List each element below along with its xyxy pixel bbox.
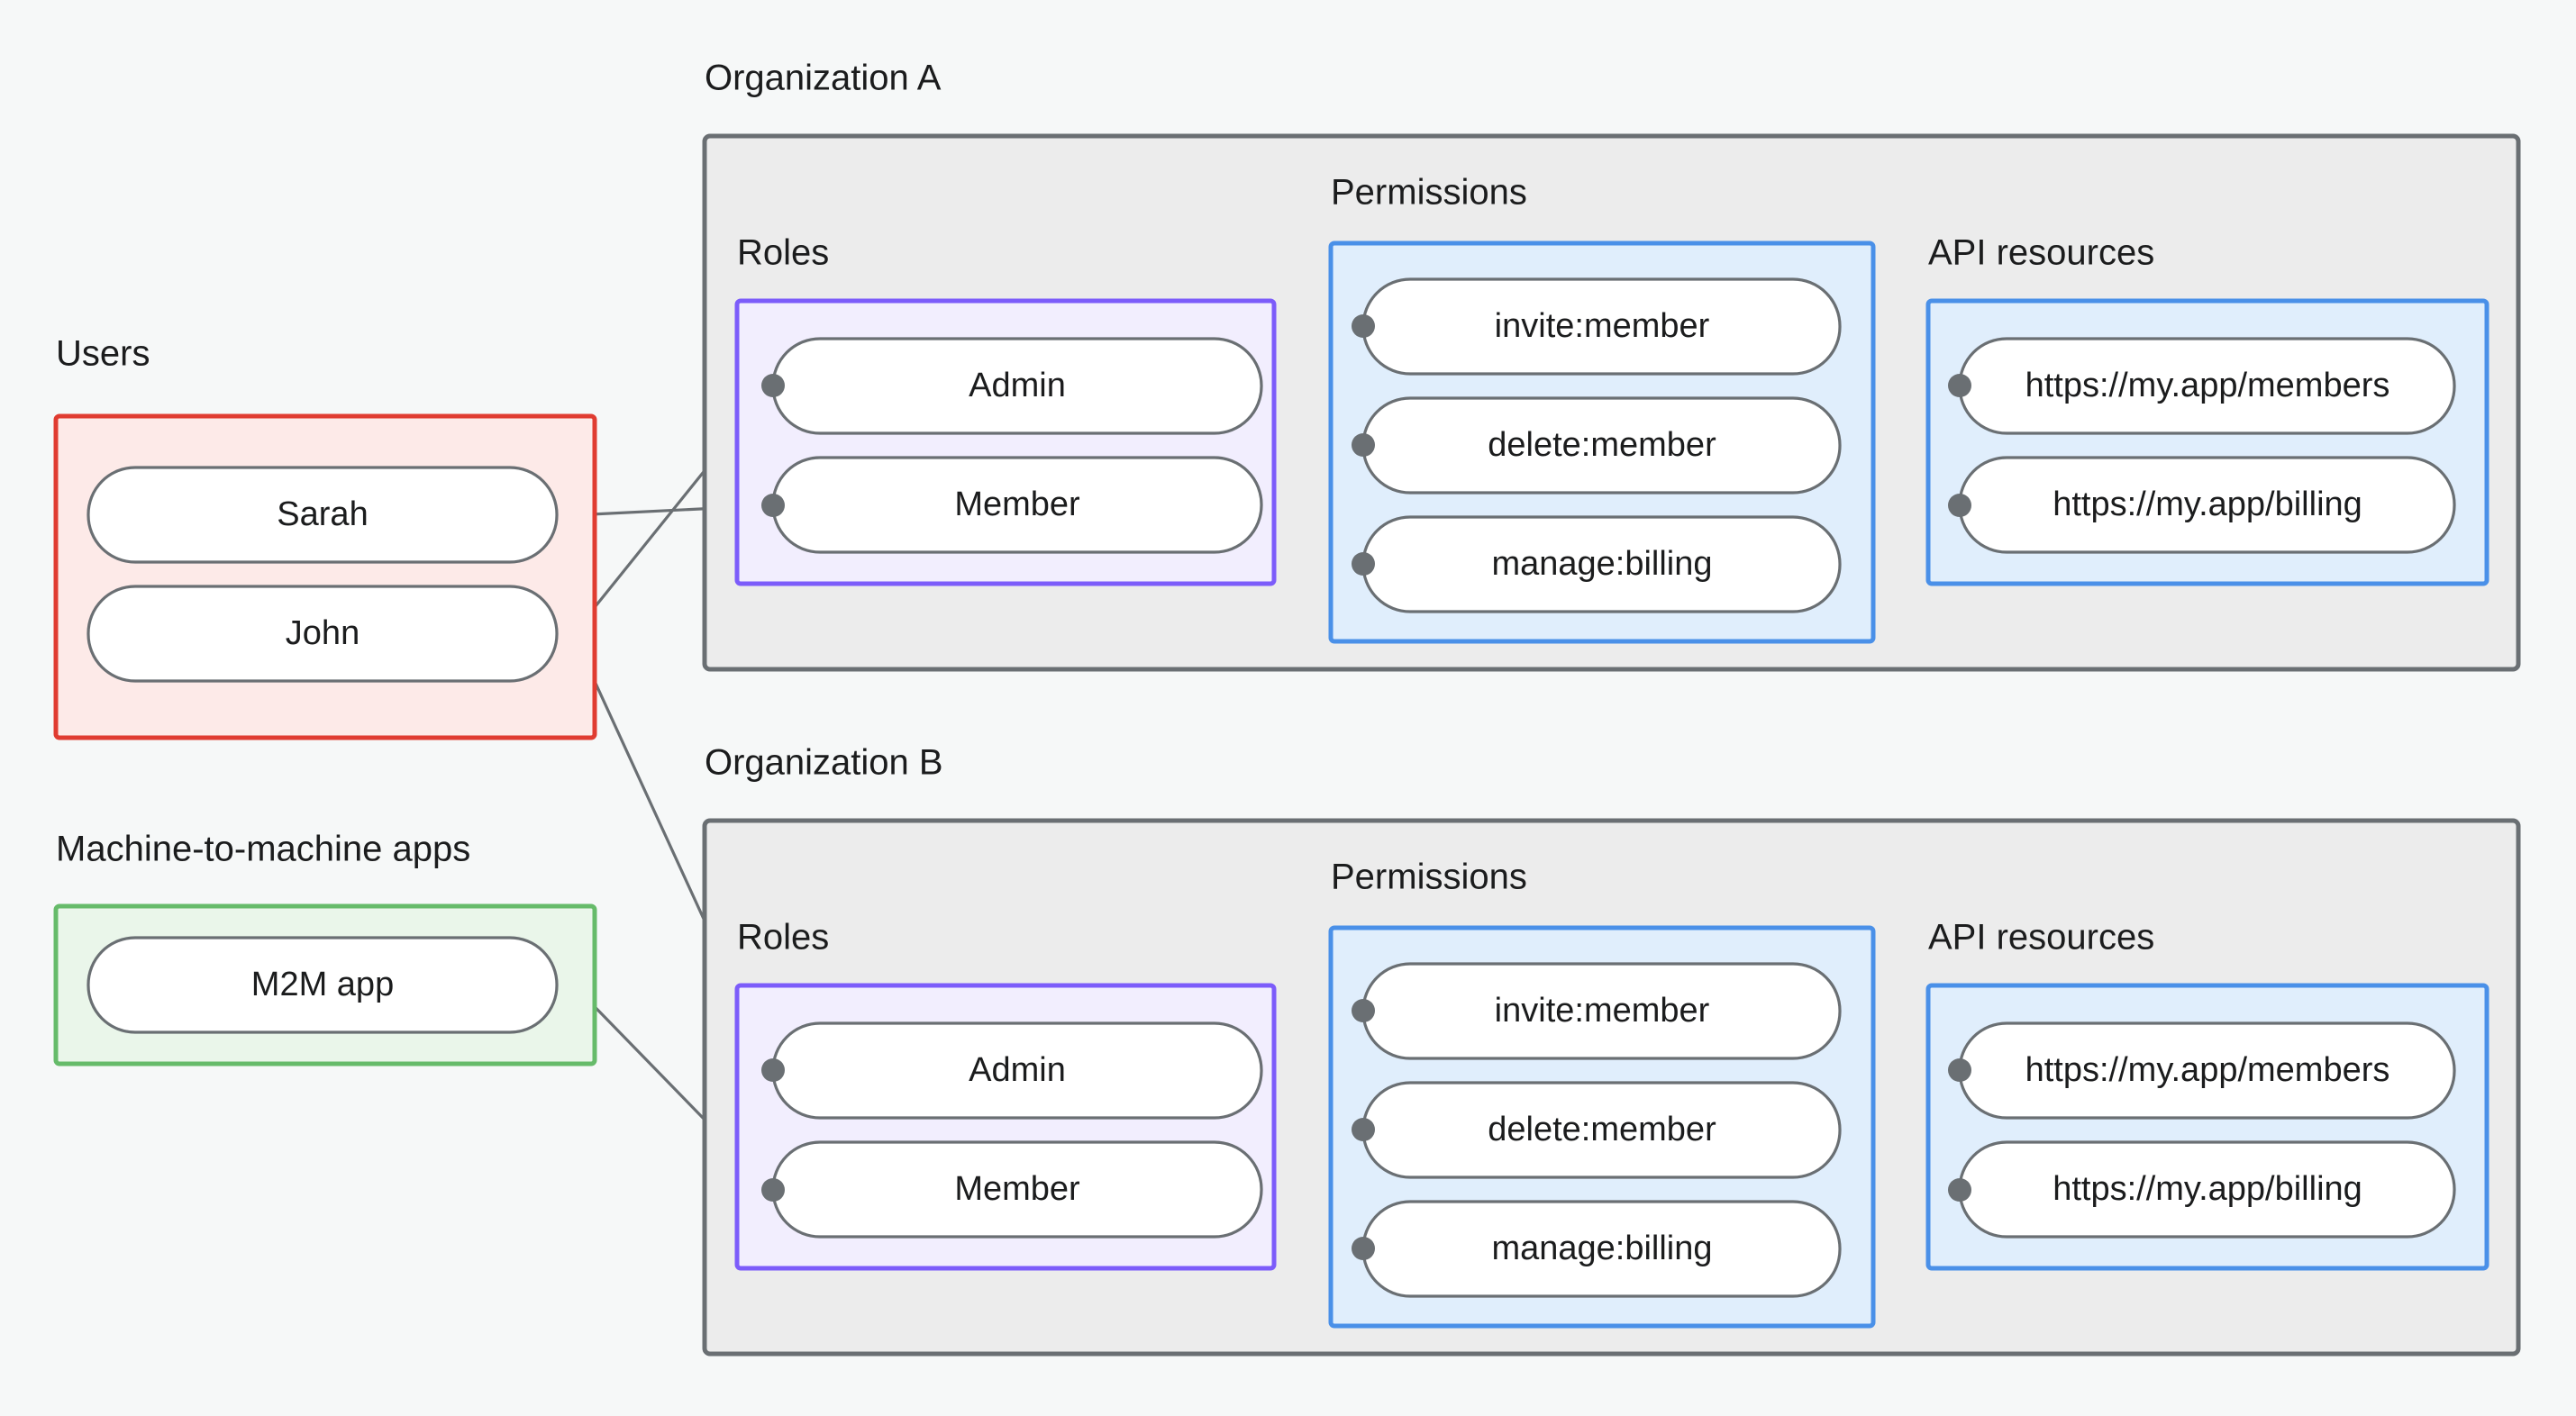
org-a-role-admin[interactable]: Admin	[771, 337, 1263, 435]
org-a-permission-invite-member[interactable]: invite:member	[1361, 277, 1842, 376]
org-b-role-admin[interactable]: Admin	[771, 1021, 1263, 1120]
org-a-role-member-label: Member	[954, 486, 1080, 523]
org-a-permissions-title: Permissions	[1331, 173, 1527, 213]
org-b-permissions-title: Permissions	[1331, 858, 1527, 897]
org-a-role-admin-label: Admin	[969, 367, 1066, 404]
org-a-permission-delete-member[interactable]: delete:member	[1361, 396, 1842, 495]
endpoint-layer	[761, 314, 1971, 1260]
m2m-node-app-label: M2M app	[251, 966, 394, 1003]
org-a-api-resource-billing-label: https://my.app/billing	[2053, 486, 2362, 523]
org-b-api-resources-title: API resources	[1928, 918, 2154, 958]
endpoint-org-a-member-in	[761, 494, 785, 517]
org-b-roles-title: Roles	[737, 918, 829, 958]
endpoint-org-b-billing-in	[1352, 1237, 1375, 1260]
org-b-permission-invite-member-label: invite:member	[1495, 992, 1710, 1030]
org-b-api-resource-billing-label: https://my.app/billing	[2053, 1170, 2362, 1208]
org-a-api-resource-billing[interactable]: https://my.app/billing	[1958, 456, 2456, 554]
org-a-role-member[interactable]: Member	[771, 456, 1263, 554]
users-title: Users	[56, 334, 150, 374]
user-node-john[interactable]: John	[86, 585, 559, 683]
org-b-title: Organization B	[705, 743, 943, 783]
user-node-sarah-label: Sarah	[277, 495, 368, 533]
org-b-permission-invite-member[interactable]: invite:member	[1361, 962, 1842, 1060]
org-b-permission-manage-billing[interactable]: manage:billing	[1361, 1200, 1842, 1298]
org-a-api-resource-members[interactable]: https://my.app/members	[1958, 337, 2456, 435]
users-container	[53, 413, 597, 740]
org-b-api-resource-members-label: https://my.app/members	[2025, 1051, 2390, 1089]
endpoint-org-a-invite-in	[1352, 314, 1375, 338]
org-b-role-member[interactable]: Member	[771, 1140, 1263, 1239]
endpoint-org-a-admin-in	[761, 374, 785, 397]
org-a-permission-delete-member-label: delete:member	[1488, 426, 1716, 464]
org-b-permission-manage-billing-label: manage:billing	[1491, 1230, 1712, 1267]
endpoint-org-b-delete-in	[1352, 1118, 1375, 1141]
org-b-permission-delete-member-label: delete:member	[1488, 1111, 1716, 1148]
m2m-title: Machine-to-machine apps	[56, 830, 470, 869]
org-b-api-resource-members[interactable]: https://my.app/members	[1958, 1021, 2456, 1120]
org-a-permission-manage-billing[interactable]: manage:billing	[1361, 515, 1842, 613]
m2m-node-app[interactable]: M2M app	[86, 936, 559, 1034]
endpoint-org-b-res-billing-in	[1948, 1178, 1971, 1202]
org-a-api-resource-members-label: https://my.app/members	[2025, 367, 2390, 404]
org-b-role-member-label: Member	[954, 1170, 1080, 1208]
endpoint-org-b-member-in	[761, 1178, 785, 1202]
org-a-title: Organization A	[705, 59, 942, 98]
org-b-permission-delete-member[interactable]: delete:member	[1361, 1081, 1842, 1179]
org-a-roles-title: Roles	[737, 233, 829, 273]
endpoint-org-b-invite-in	[1352, 999, 1375, 1022]
endpoint-org-a-billing-in	[1352, 552, 1375, 576]
org-a-permission-manage-billing-label: manage:billing	[1491, 545, 1712, 583]
endpoint-org-b-admin-in	[761, 1058, 785, 1082]
org-b-role-admin-label: Admin	[969, 1051, 1066, 1089]
endpoint-org-b-res-members-in	[1948, 1058, 1971, 1082]
org-a-api-resources-title: API resources	[1928, 233, 2154, 273]
user-node-john-label: John	[286, 614, 360, 652]
endpoint-org-a-delete-in	[1352, 433, 1375, 457]
user-node-sarah[interactable]: Sarah	[86, 466, 559, 564]
org-b-api-resource-billing[interactable]: https://my.app/billing	[1958, 1140, 2456, 1239]
endpoint-org-a-res-members-in	[1948, 374, 1971, 397]
org-a-permission-invite-member-label: invite:member	[1495, 307, 1710, 345]
endpoint-org-a-res-billing-in	[1948, 494, 1971, 517]
